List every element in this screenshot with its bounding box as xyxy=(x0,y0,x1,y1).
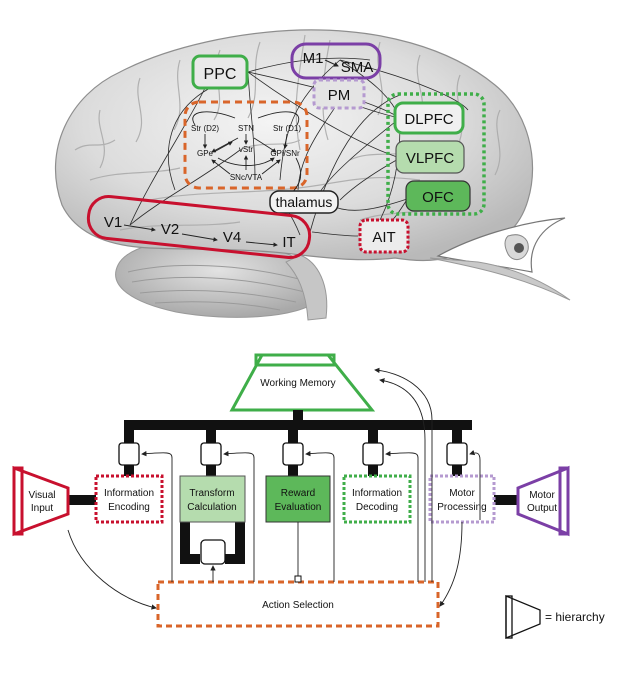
snc-vta-label: SNc/VTA xyxy=(230,173,263,182)
ofc-label: OFC xyxy=(422,189,454,206)
region-ventral-stream: V1 V2 V4 IT xyxy=(86,194,312,260)
motor-processing-label-2: Processing xyxy=(437,502,486,513)
information-encoding: Information Encoding xyxy=(94,474,164,524)
transform-label-2: Calculation xyxy=(187,502,236,513)
transform-label-1: Transform xyxy=(189,488,234,499)
reward-junction xyxy=(294,575,302,583)
working-memory-label: Working Memory xyxy=(260,378,335,389)
transform-calculation: Transform Calculation xyxy=(179,475,246,523)
motor-processing-label-1: Motor xyxy=(449,488,475,499)
ofc-box xyxy=(405,180,471,212)
reward-label-2: Evaluation xyxy=(275,502,322,513)
vlpfc-box xyxy=(395,140,465,174)
visual-input-label-2: Input xyxy=(31,503,53,514)
vlpfc-label: VLPFC xyxy=(406,150,455,167)
architecture-diagram: Working Memory xyxy=(12,353,570,628)
ait-label: AIT xyxy=(372,229,395,246)
region-ppc: PPC xyxy=(191,54,249,90)
working-memory: Working Memory xyxy=(229,353,376,412)
cerebellum-folds xyxy=(127,264,311,311)
gyri-texture xyxy=(74,34,501,231)
bus xyxy=(68,410,518,564)
hierarchy-icon xyxy=(505,595,541,639)
gates xyxy=(118,442,468,565)
region-m1-sma: M1 SMA xyxy=(290,42,382,80)
reward-evaluation: Reward Evaluation xyxy=(265,475,331,523)
ppc-label: PPC xyxy=(204,66,237,83)
brainstem xyxy=(285,254,328,321)
str-d1-label: Str (D1) xyxy=(273,124,301,133)
thalamus-label: thalamus xyxy=(276,194,333,210)
v4-label: V4 xyxy=(223,229,241,246)
sma-label: SMA xyxy=(341,59,374,76)
info-decoding-label-1: Information xyxy=(352,488,402,499)
hierarchy-legend-label: = hierarchy xyxy=(545,610,605,624)
m1-label: M1 xyxy=(303,50,324,67)
stn-label: STN xyxy=(238,124,254,133)
dlpfc-box xyxy=(393,101,465,135)
action-selection: Action Selection xyxy=(156,580,440,628)
region-pm: PM xyxy=(312,78,366,110)
eye-icon xyxy=(429,217,571,301)
info-encoding-label-1: Information xyxy=(104,488,154,499)
region-basal-ganglia: Str (D2) STN Str (D1) GPe vStr GPi/SNr S… xyxy=(183,100,309,196)
gpi-snr-label: GPi/SNr xyxy=(270,149,300,158)
bg-arrows xyxy=(192,111,302,196)
v2-label: V2 xyxy=(161,221,179,238)
legend: = hierarchy xyxy=(505,595,605,639)
dlpfc-label: DLPFC xyxy=(404,111,453,128)
reward-label-1: Reward xyxy=(281,488,315,499)
visual-input-label-1: Visual xyxy=(28,490,55,501)
info-decoding-label-2: Decoding xyxy=(356,502,398,513)
it-label: IT xyxy=(282,234,295,251)
region-prefrontal: DLPFC VLPFC OFC xyxy=(386,92,486,216)
region-thalamus: thalamus xyxy=(269,190,339,214)
v1-label: V1 xyxy=(104,214,122,231)
visual-input: Visual Input xyxy=(12,465,70,537)
brain-illustration xyxy=(54,29,571,321)
str-d2-label: Str (D2) xyxy=(191,124,219,133)
motor-output-label-1: Motor xyxy=(529,490,555,501)
info-encoding-label-2: Encoding xyxy=(108,502,150,513)
gpe-label: GPe xyxy=(197,149,214,158)
control-arrows xyxy=(67,367,481,610)
information-decoding: Information Decoding xyxy=(342,474,412,524)
motor-output-label-2: Output xyxy=(527,503,557,514)
pm-label: PM xyxy=(328,87,351,104)
vstr-label: vStr xyxy=(239,145,254,154)
region-ait: AIT xyxy=(358,218,410,254)
motor-processing: Motor Processing xyxy=(428,474,496,524)
action-selection-label: Action Selection xyxy=(262,600,334,611)
motor-output: Motor Output xyxy=(516,465,570,537)
